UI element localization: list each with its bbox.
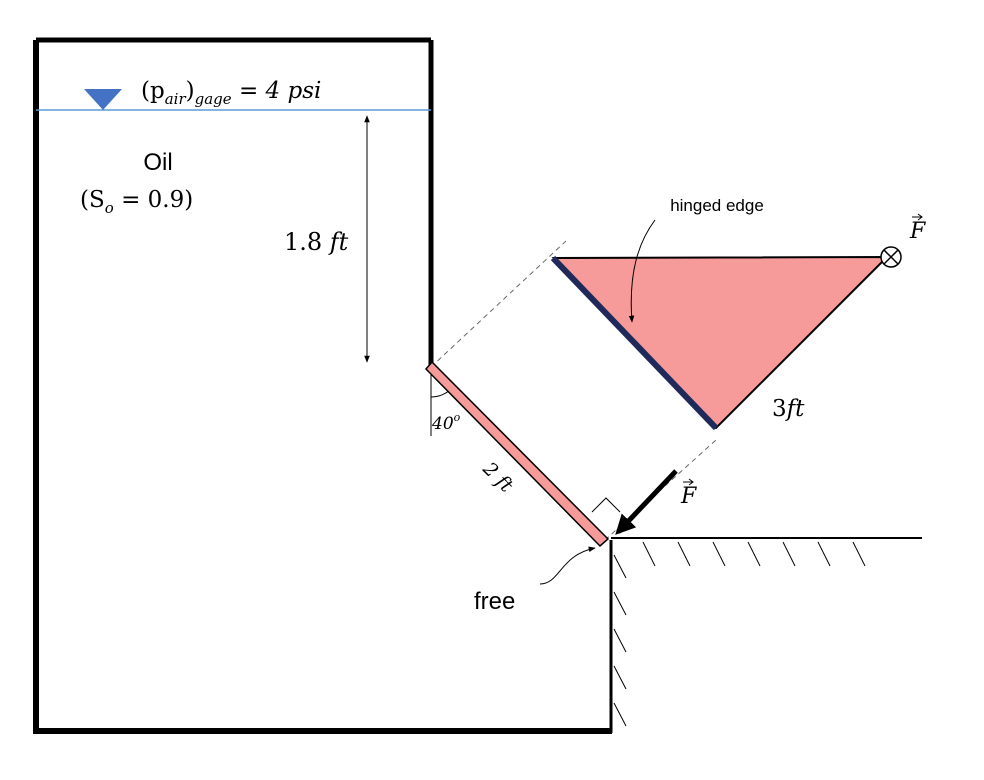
ground-hatch — [613, 702, 627, 727]
free-label: free — [474, 588, 515, 615]
ground-hatch — [782, 541, 796, 567]
force-arrow-bottom — [615, 469, 678, 535]
force-label-bottom: F — [680, 484, 697, 509]
ground-hatch — [677, 541, 691, 567]
hinged-edge-label: hinged edge — [670, 196, 764, 215]
circle-cross-icon — [880, 246, 902, 268]
ground-hatch — [613, 554, 627, 579]
hinged-edge-line — [550, 255, 719, 431]
oil-label: Oil — [143, 149, 172, 176]
ground-hatch — [642, 541, 656, 567]
ground-hatch — [747, 541, 761, 567]
depth-label: 1.8 ft — [284, 228, 349, 256]
ground-hatch — [852, 541, 866, 567]
vector-arrowhead-top — [917, 213, 923, 221]
ground-hatch — [613, 591, 627, 616]
vector-arrowhead-bottom — [688, 478, 694, 486]
gate-length-label: 2 ft — [478, 457, 518, 497]
ground-hatch — [613, 628, 627, 653]
force-label-top: F — [909, 219, 926, 244]
triangular-gate — [551, 255, 890, 430]
ground-hatch — [817, 541, 831, 567]
ground-hatch — [712, 541, 726, 567]
ground-hatch — [613, 665, 627, 690]
ground — [611, 537, 922, 727]
right-angle-mark — [591, 497, 621, 513]
angle-label: 40o — [431, 411, 461, 434]
air-pressure-label: (pair)gage = 4 psi — [141, 78, 321, 108]
hinged-edge-pointer — [628, 219, 656, 323]
width-label: 3ft — [772, 396, 805, 422]
gate-edge-view — [424, 360, 610, 548]
tank-outline — [33, 37, 613, 734]
projection-line-top — [430, 240, 567, 368]
triangle-down-icon — [84, 89, 122, 110]
specific-gravity-label: (So = 0.9) — [80, 187, 193, 217]
free-end-pointer — [539, 546, 596, 585]
